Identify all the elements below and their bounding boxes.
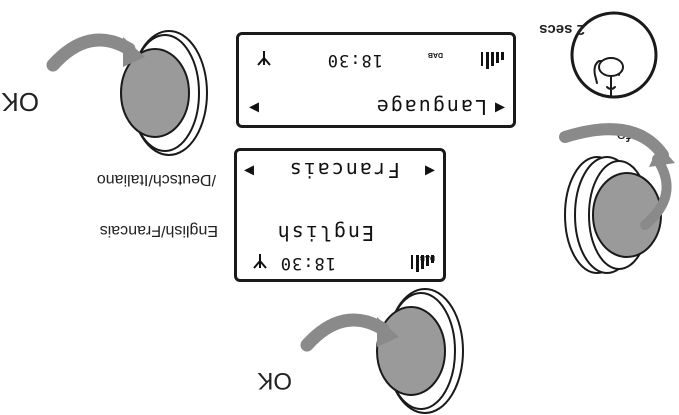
antenna-icon <box>253 254 267 269</box>
ok-knob-icon <box>120 30 208 156</box>
option-francais: Francais <box>287 158 400 182</box>
cursor-arrow-icon: ◀ <box>425 163 435 178</box>
right-arrow-icon: ▶ <box>244 163 254 178</box>
language-options-line2: /Deutsch/Italiano <box>96 171 216 188</box>
press-arrow-icon <box>300 313 399 352</box>
clock-time: 18:30 <box>326 50 383 70</box>
ok-label-top: OK <box>257 367 292 394</box>
ok-knob-icon <box>376 288 464 414</box>
rotate-knob-icon <box>564 156 662 274</box>
language-menu-text: Language <box>374 95 487 119</box>
curved-arrow-icon <box>559 123 675 230</box>
right-arrow-icon: ▶ <box>249 100 259 115</box>
language-options-line1: English/Francais <box>99 222 218 239</box>
press-hand-icon <box>593 57 624 96</box>
hold-duration-label: 2 secs <box>539 21 585 38</box>
language-screen: DAB 18:30 ◀ Language ▶ <box>236 32 516 128</box>
clock-time: 18:30 <box>279 253 336 273</box>
language-choice-screen: DAB 18:30 English ◀ Francais ▶ <box>234 148 446 282</box>
press-arrow-icon <box>46 33 145 72</box>
antenna-icon <box>257 51 271 66</box>
dab-indicator: DAB <box>419 254 435 261</box>
cursor-arrow-icon: ◀ <box>495 100 505 115</box>
signal-bars-icon <box>411 255 434 272</box>
ok-label-bottom: OK <box>1 87 39 117</box>
option-english: English <box>275 221 374 245</box>
dab-indicator: DAB <box>427 51 443 58</box>
info-knob-icon <box>570 11 658 99</box>
signal-bars-icon <box>481 52 504 69</box>
